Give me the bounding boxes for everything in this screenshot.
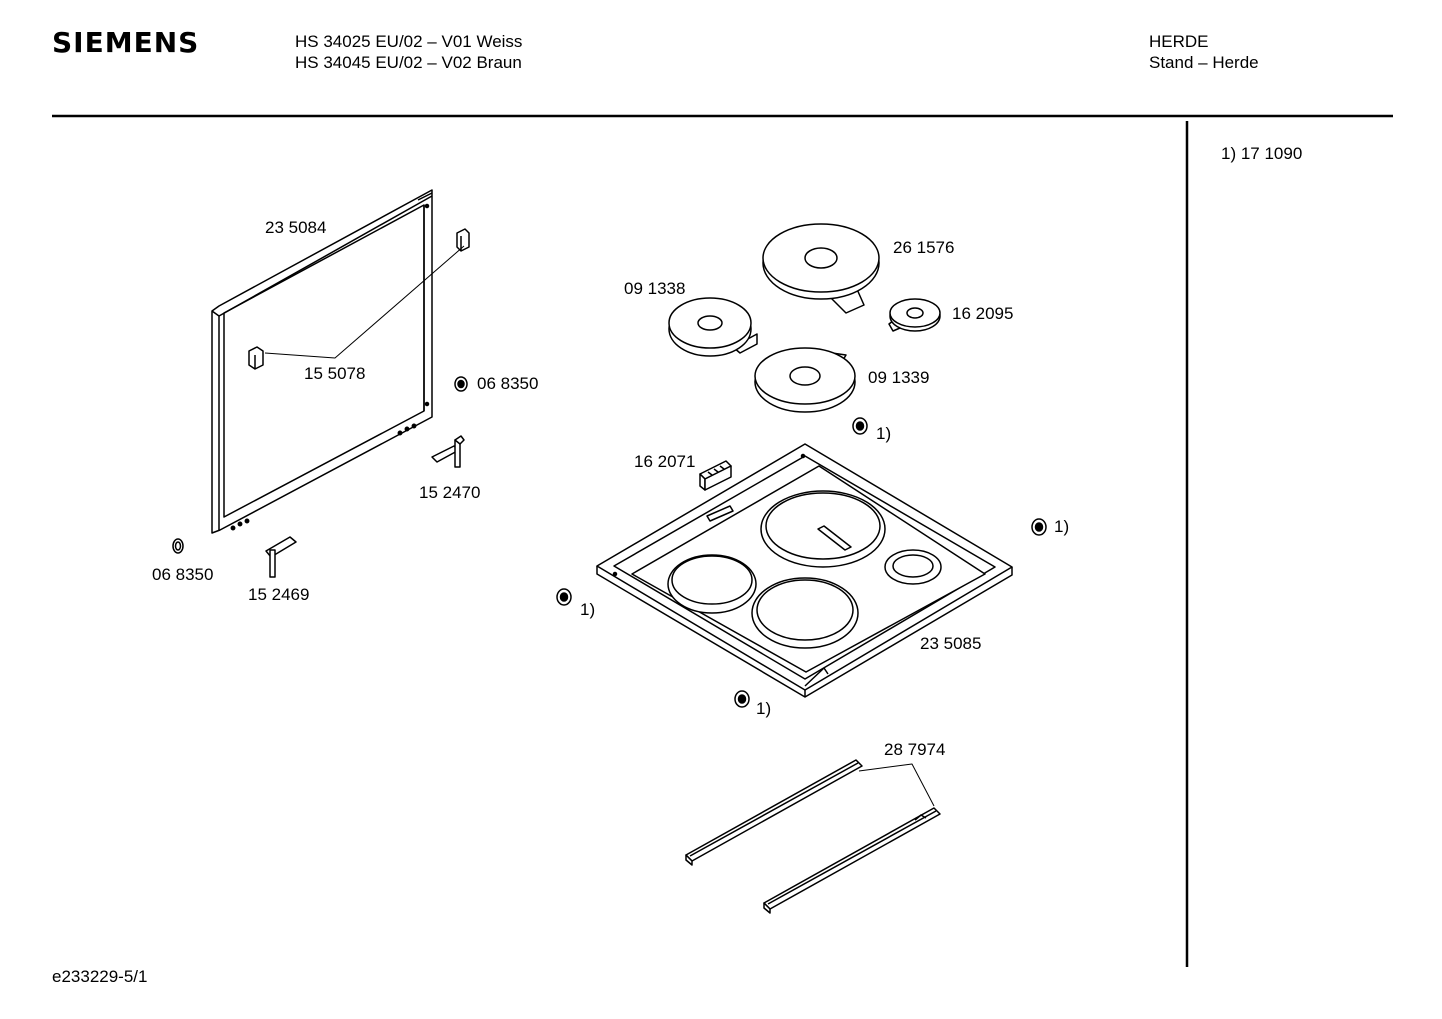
label-frame: 23 5084 <box>265 218 327 237</box>
category-line-1: HERDE <box>1149 32 1209 51</box>
label-hotplate-left: 09 1338 <box>624 279 686 298</box>
footer-id: e233229-5/1 <box>52 967 148 986</box>
label-ref-nut-4: 1) <box>756 699 772 718</box>
label-grommet-right: 06 8350 <box>477 374 539 393</box>
label-clip: 15 5078 <box>304 364 366 383</box>
label-grommet-left: 06 8350 <box>152 565 214 584</box>
nut-part-3 <box>556 588 572 606</box>
hotplate-front <box>754 347 856 413</box>
hotplate-small <box>888 298 941 332</box>
label-ref-nut-2: 1) <box>1054 517 1070 536</box>
rail-part-upper <box>685 759 863 866</box>
bracket-part <box>699 460 732 491</box>
category-line-2: Stand – Herde <box>1149 53 1259 72</box>
label-hinge-right: 15 2470 <box>419 483 481 502</box>
nut-part-2 <box>1031 518 1047 536</box>
label-hob-top: 23 5085 <box>920 634 982 653</box>
hinge-part-right <box>431 435 465 468</box>
label-hotplate-front: 09 1339 <box>868 368 930 387</box>
nut-part-4 <box>734 690 750 708</box>
clip-part-left <box>248 346 264 370</box>
frame-part <box>211 189 433 534</box>
hotplate-left <box>668 297 758 357</box>
rail-part-lower <box>763 807 941 914</box>
rail-leader-lines <box>858 763 935 807</box>
label-bracket: 16 2071 <box>634 452 696 471</box>
label-ref-nut-3: 1) <box>580 600 596 619</box>
model-line-1: HS 34025 EU/02 – V01 Weiss <box>295 32 523 51</box>
label-ref-nut-1: 1) <box>876 424 892 443</box>
grommet-part-right <box>454 376 468 392</box>
label-hinge-left: 15 2469 <box>248 585 310 604</box>
clip-leader-lines <box>264 245 465 359</box>
label-hotplate-small: 16 2095 <box>952 304 1014 323</box>
label-rails: 28 7974 <box>884 740 946 759</box>
clip-part-top <box>456 228 470 252</box>
nut-part-1 <box>852 417 868 435</box>
hotplate-large <box>762 223 880 314</box>
siemens-logo: SIEMENS <box>52 26 200 59</box>
label-hotplate-large: 26 1576 <box>893 238 955 257</box>
footnote: 1) 17 1090 <box>1221 144 1303 163</box>
hinge-part-left <box>265 536 297 578</box>
model-line-2: HS 34045 EU/02 – V02 Braun <box>295 53 522 72</box>
hob-top-part <box>596 443 1013 698</box>
grommet-part-left <box>172 538 184 554</box>
